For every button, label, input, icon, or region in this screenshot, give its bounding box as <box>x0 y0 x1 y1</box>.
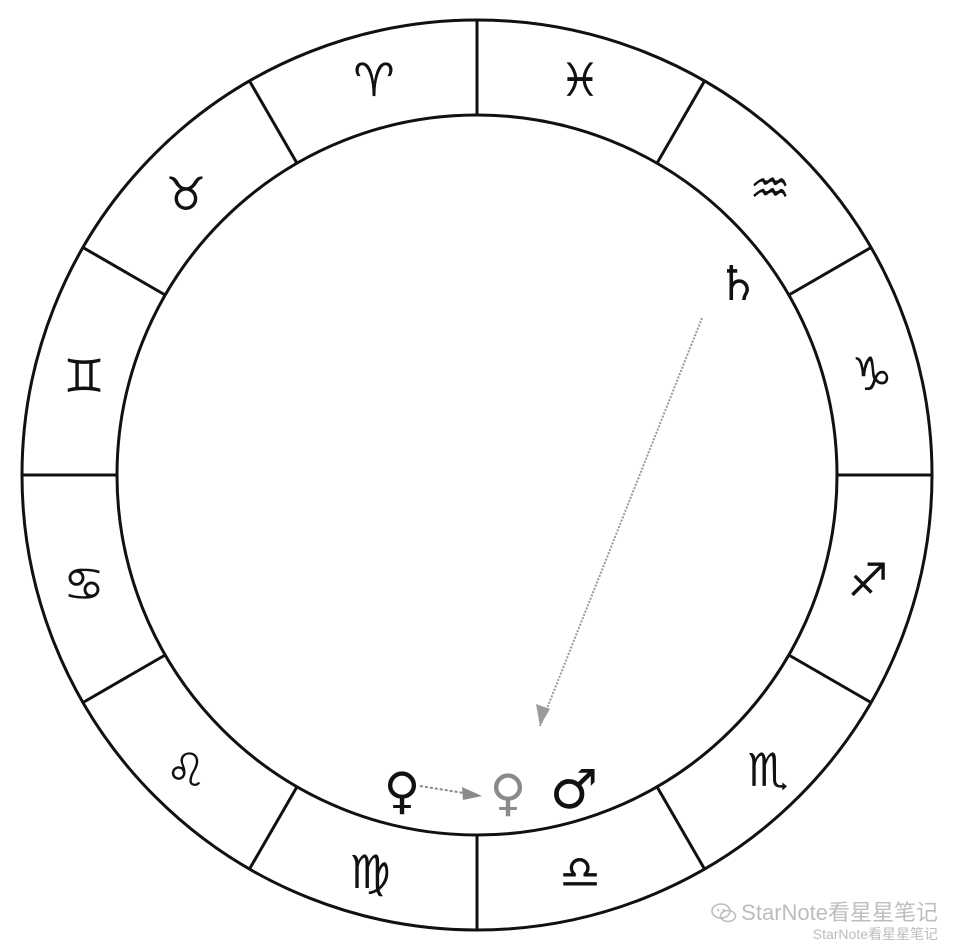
cancer-glyph: ♋ <box>63 557 104 611</box>
watermark-line-2: StarNote看星星笔记 <box>812 926 938 942</box>
watermark-text-1: StarNote看星星笔记 <box>741 900 938 925</box>
venus-target-glyph: ♀ <box>490 764 527 822</box>
planets: ♄ ♀ ♀ ♂ <box>384 256 760 822</box>
virgo-glyph: ♍ <box>349 845 390 899</box>
watermark: StarNote看星星笔记 StarNote看星星笔记 <box>711 900 938 942</box>
saturn-to-venus-arrow <box>536 317 703 727</box>
leo-glyph: ♌ <box>165 743 206 797</box>
venus-to-venus-arrow <box>419 785 482 800</box>
saturn-glyph: ♄ <box>716 256 759 312</box>
pisces-glyph: ♓ <box>559 53 600 107</box>
taurus-glyph: ♉ <box>165 167 206 221</box>
wechat-icon <box>711 903 737 923</box>
scorpio-glyph: ♏ <box>747 743 788 797</box>
sagittarius-glyph: ♐ <box>847 553 888 607</box>
sign-glyphs: ♈ ♓ ♒ ♑ ♐ ♏ ♎ ♍ ♌ ♋ ♊ ♉ <box>63 53 892 899</box>
watermark-line-1: StarNote看星星笔记 <box>711 900 938 926</box>
venus-glyph: ♀ <box>384 762 421 820</box>
outer-ring <box>20 18 934 932</box>
aries-glyph: ♈ <box>353 53 394 107</box>
gemini-glyph: ♊ <box>63 349 104 403</box>
inner-ring <box>115 113 839 837</box>
mars-glyph: ♂ <box>550 758 598 821</box>
sign-dividers <box>22 20 932 930</box>
capricorn-glyph: ♑ <box>851 347 892 401</box>
aquarius-glyph: ♒ <box>749 161 790 215</box>
libra-glyph: ♎ <box>559 845 600 899</box>
